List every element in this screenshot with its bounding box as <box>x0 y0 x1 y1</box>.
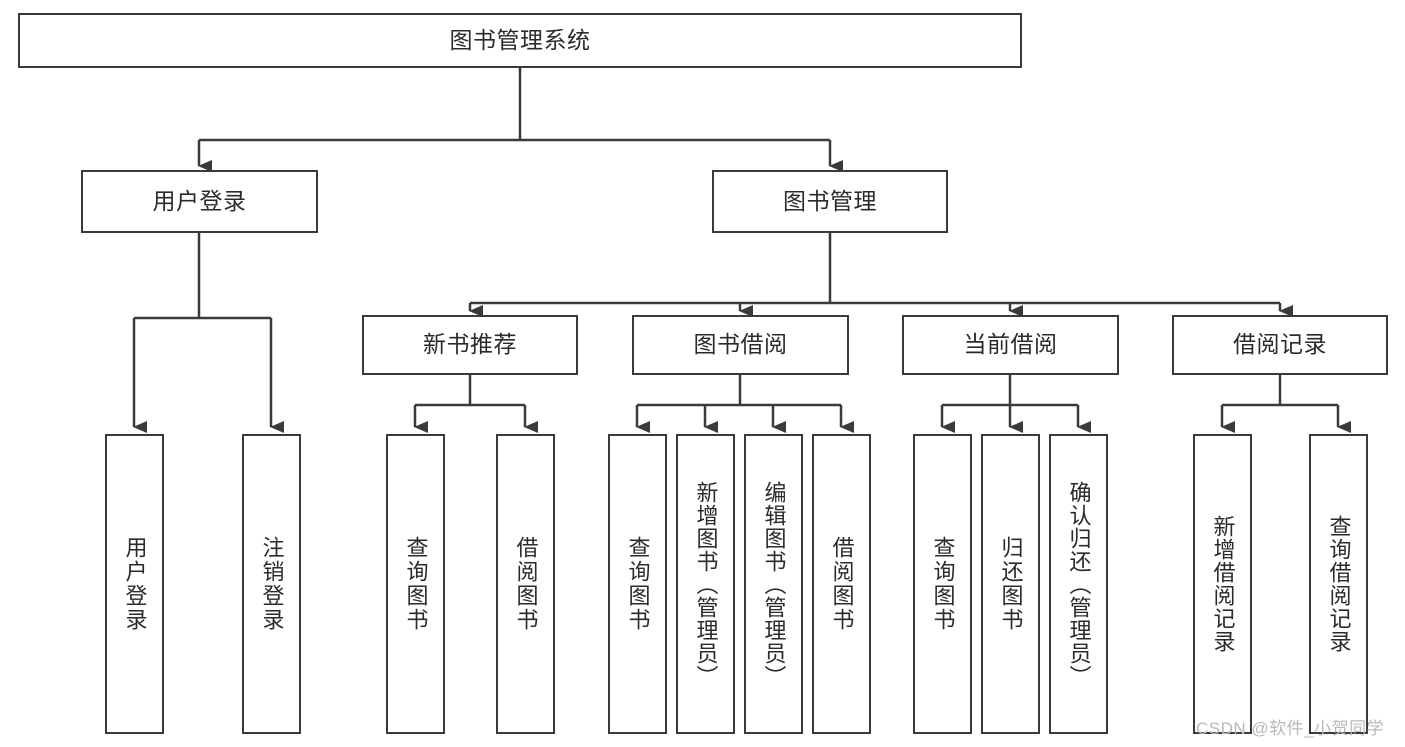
node-label: 用户登录 <box>152 187 247 214</box>
node-label: 查询图书 <box>930 536 956 632</box>
node-label: 借阅记录 <box>1233 331 1327 358</box>
node-book-borrow[interactable]: 图书借阅 <box>632 315 849 375</box>
leaf-user-login-login[interactable]: 用户登录 <box>105 434 164 734</box>
node-label: 新增图书（管理员） <box>693 480 719 688</box>
node-book-management[interactable]: 图书管理 <box>712 170 948 233</box>
leaf-book-borrow-borrow[interactable]: 借阅图书 <box>812 434 871 734</box>
leaf-new-book-borrow[interactable]: 借阅图书 <box>496 434 555 734</box>
node-label: 新增借阅记录 <box>1210 515 1236 653</box>
leaf-new-book-query[interactable]: 查询图书 <box>386 434 445 734</box>
leaf-borrow-record-query[interactable]: 查询借阅记录 <box>1309 434 1368 734</box>
node-label: 新书推荐 <box>423 331 517 358</box>
node-label: 查询图书 <box>625 536 651 632</box>
node-label: 用户登录 <box>122 536 148 632</box>
leaf-current-borrow-confirm-return-admin[interactable]: 确认归还（管理员） <box>1049 434 1108 734</box>
leaf-current-borrow-return[interactable]: 归还图书 <box>981 434 1040 734</box>
leaf-user-login-logout[interactable]: 注销登录 <box>242 434 301 734</box>
leaf-book-borrow-query[interactable]: 查询图书 <box>608 434 667 734</box>
node-label: 注销登录 <box>259 536 285 632</box>
node-label: 借阅图书 <box>513 536 539 632</box>
node-label: 编辑图书（管理员） <box>761 480 787 688</box>
node-label: 图书管理系统 <box>449 26 591 53</box>
node-label: 当前借阅 <box>963 331 1058 358</box>
node-user-login[interactable]: 用户登录 <box>81 170 318 233</box>
node-label: 归还图书 <box>998 536 1024 632</box>
node-root-book-management-system[interactable]: 图书管理系统 <box>18 13 1022 68</box>
node-current-borrow[interactable]: 当前借阅 <box>902 315 1119 375</box>
node-borrow-record[interactable]: 借阅记录 <box>1172 315 1388 375</box>
leaf-borrow-record-add[interactable]: 新增借阅记录 <box>1193 434 1252 734</box>
leaf-book-borrow-add-admin[interactable]: 新增图书（管理员） <box>676 434 735 734</box>
node-label: 确认归还（管理员） <box>1066 480 1092 688</box>
csdn-watermark: CSDN @软件_小贺同学 <box>1196 719 1385 738</box>
node-label: 查询借阅记录 <box>1326 515 1352 653</box>
node-label: 图书管理 <box>783 187 877 214</box>
leaf-current-borrow-query[interactable]: 查询图书 <box>913 434 972 734</box>
node-label: 查询图书 <box>403 536 429 632</box>
node-label: 借阅图书 <box>829 536 855 632</box>
leaf-book-borrow-edit-admin[interactable]: 编辑图书（管理员） <box>744 434 803 734</box>
node-label: 图书借阅 <box>693 331 788 358</box>
node-new-book-recommend[interactable]: 新书推荐 <box>362 315 578 375</box>
